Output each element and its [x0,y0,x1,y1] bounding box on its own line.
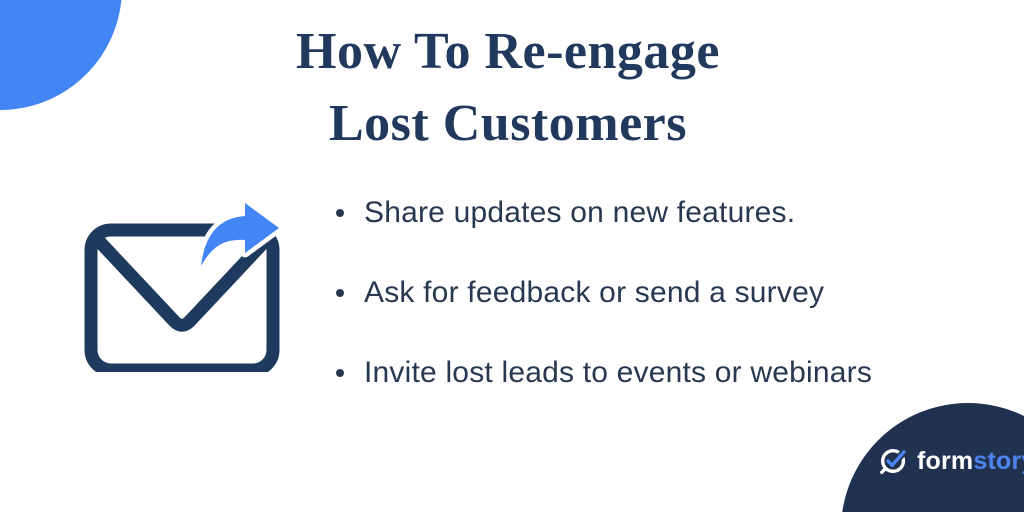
formstory-wordmark: formstory [917,447,1024,476]
bullet-dot [336,209,344,217]
envelope-body [84,223,280,372]
formstory-logo: formstory [878,444,1024,478]
bullet-text: Ask for feedback or send a survey [364,276,825,309]
bullet-list: Share updates on new features. Ask for f… [336,195,872,391]
bullet-text: Share updates on new features. [364,196,796,229]
logo-text-story: story [973,446,1024,475]
list-item: Invite lost leads to events or webinars [336,355,872,391]
title-line-1: How To Re-engage [296,23,720,80]
list-item: Ask for feedback or send a survey [336,275,872,311]
email-share-icon [83,182,293,372]
envelope-flap [91,233,273,332]
bullet-dot [336,289,344,297]
bullet-dot [336,369,344,377]
logo-text-form: form [917,446,974,475]
title-line-2: Lost Customers [329,95,687,152]
formstory-logo-icon [880,448,908,474]
share-arrow [196,198,284,271]
list-item: Share updates on new features. [336,195,872,231]
bullet-text: Invite lost leads to events or webinars [364,356,873,389]
page-title: How To Re-engage Lost Customers [0,16,1016,160]
